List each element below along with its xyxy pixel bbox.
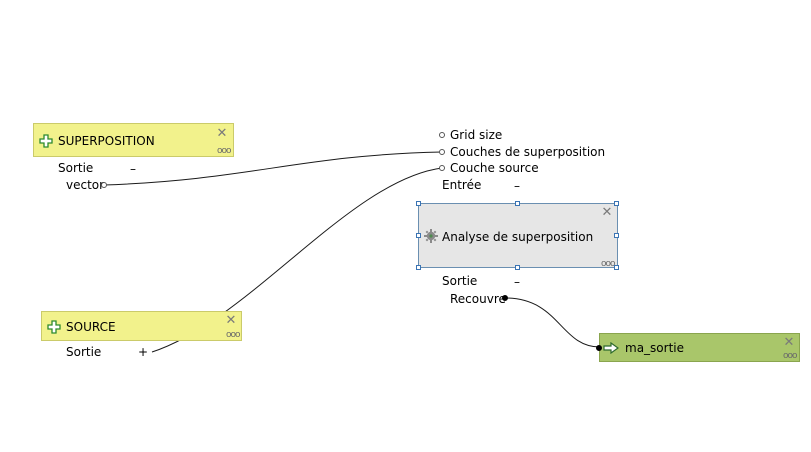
close-icon[interactable]: ✕ [225, 313, 237, 328]
output-port-label: Recouvre [450, 292, 506, 306]
input-port[interactable] [439, 132, 445, 138]
selection-handle[interactable] [416, 201, 421, 206]
input-port[interactable] [439, 165, 445, 171]
input-header: Entrée [442, 178, 482, 192]
node-title: ma_sortie [625, 341, 684, 355]
output-header: Sortie [66, 345, 102, 359]
input-label: Grid size [450, 128, 503, 142]
close-icon[interactable]: ✕ [216, 126, 228, 141]
gear-icon [424, 229, 438, 243]
arrow-icon [603, 342, 619, 354]
output-port[interactable] [101, 182, 107, 188]
input-label: Couche source [450, 161, 539, 175]
input-toggle[interactable]: – [514, 179, 520, 193]
analyse-superposition-node[interactable]: Analyse de superposition ✕ ooo [418, 203, 618, 269]
more-icon[interactable]: ooo [783, 351, 798, 361]
output-toggle[interactable]: + [138, 345, 149, 359]
input-label: Couches de superposition [450, 145, 606, 159]
selection-handle[interactable] [515, 201, 520, 206]
plus-icon [39, 134, 53, 148]
output-header: Sortie [442, 274, 478, 288]
more-icon[interactable]: ooo [601, 259, 616, 269]
input-port[interactable] [596, 345, 602, 351]
output-header: Sortie [58, 161, 94, 175]
output-toggle[interactable]: – [130, 162, 136, 176]
selection-handle[interactable] [614, 233, 619, 238]
node-title: SOURCE [66, 320, 116, 334]
plus-icon [47, 320, 61, 334]
wire-analyse-to-output [504, 297, 601, 348]
close-icon[interactable]: ✕ [601, 205, 613, 220]
source-node[interactable]: SOURCE ✕ ooo [41, 311, 242, 341]
ma-sortie-node[interactable]: ma_sortie ✕ ooo [596, 333, 800, 362]
node-title: SUPERPOSITION [58, 134, 155, 148]
output-port-label: vector [66, 178, 105, 192]
selection-handle[interactable] [416, 233, 421, 238]
input-port[interactable] [439, 149, 445, 155]
selection-handle[interactable] [416, 265, 421, 270]
output-port[interactable] [502, 295, 508, 301]
more-icon[interactable]: ooo [226, 330, 241, 340]
selection-handle[interactable] [515, 265, 520, 270]
node-title: Analyse de superposition [442, 230, 594, 244]
close-icon[interactable]: ✕ [783, 335, 795, 350]
more-icon[interactable]: ooo [217, 146, 232, 156]
superposition-node[interactable]: SUPERPOSITION ✕ ooo [33, 123, 234, 157]
output-toggle[interactable]: – [514, 275, 520, 289]
selection-handle[interactable] [614, 201, 619, 206]
selection-handle[interactable] [614, 265, 619, 270]
